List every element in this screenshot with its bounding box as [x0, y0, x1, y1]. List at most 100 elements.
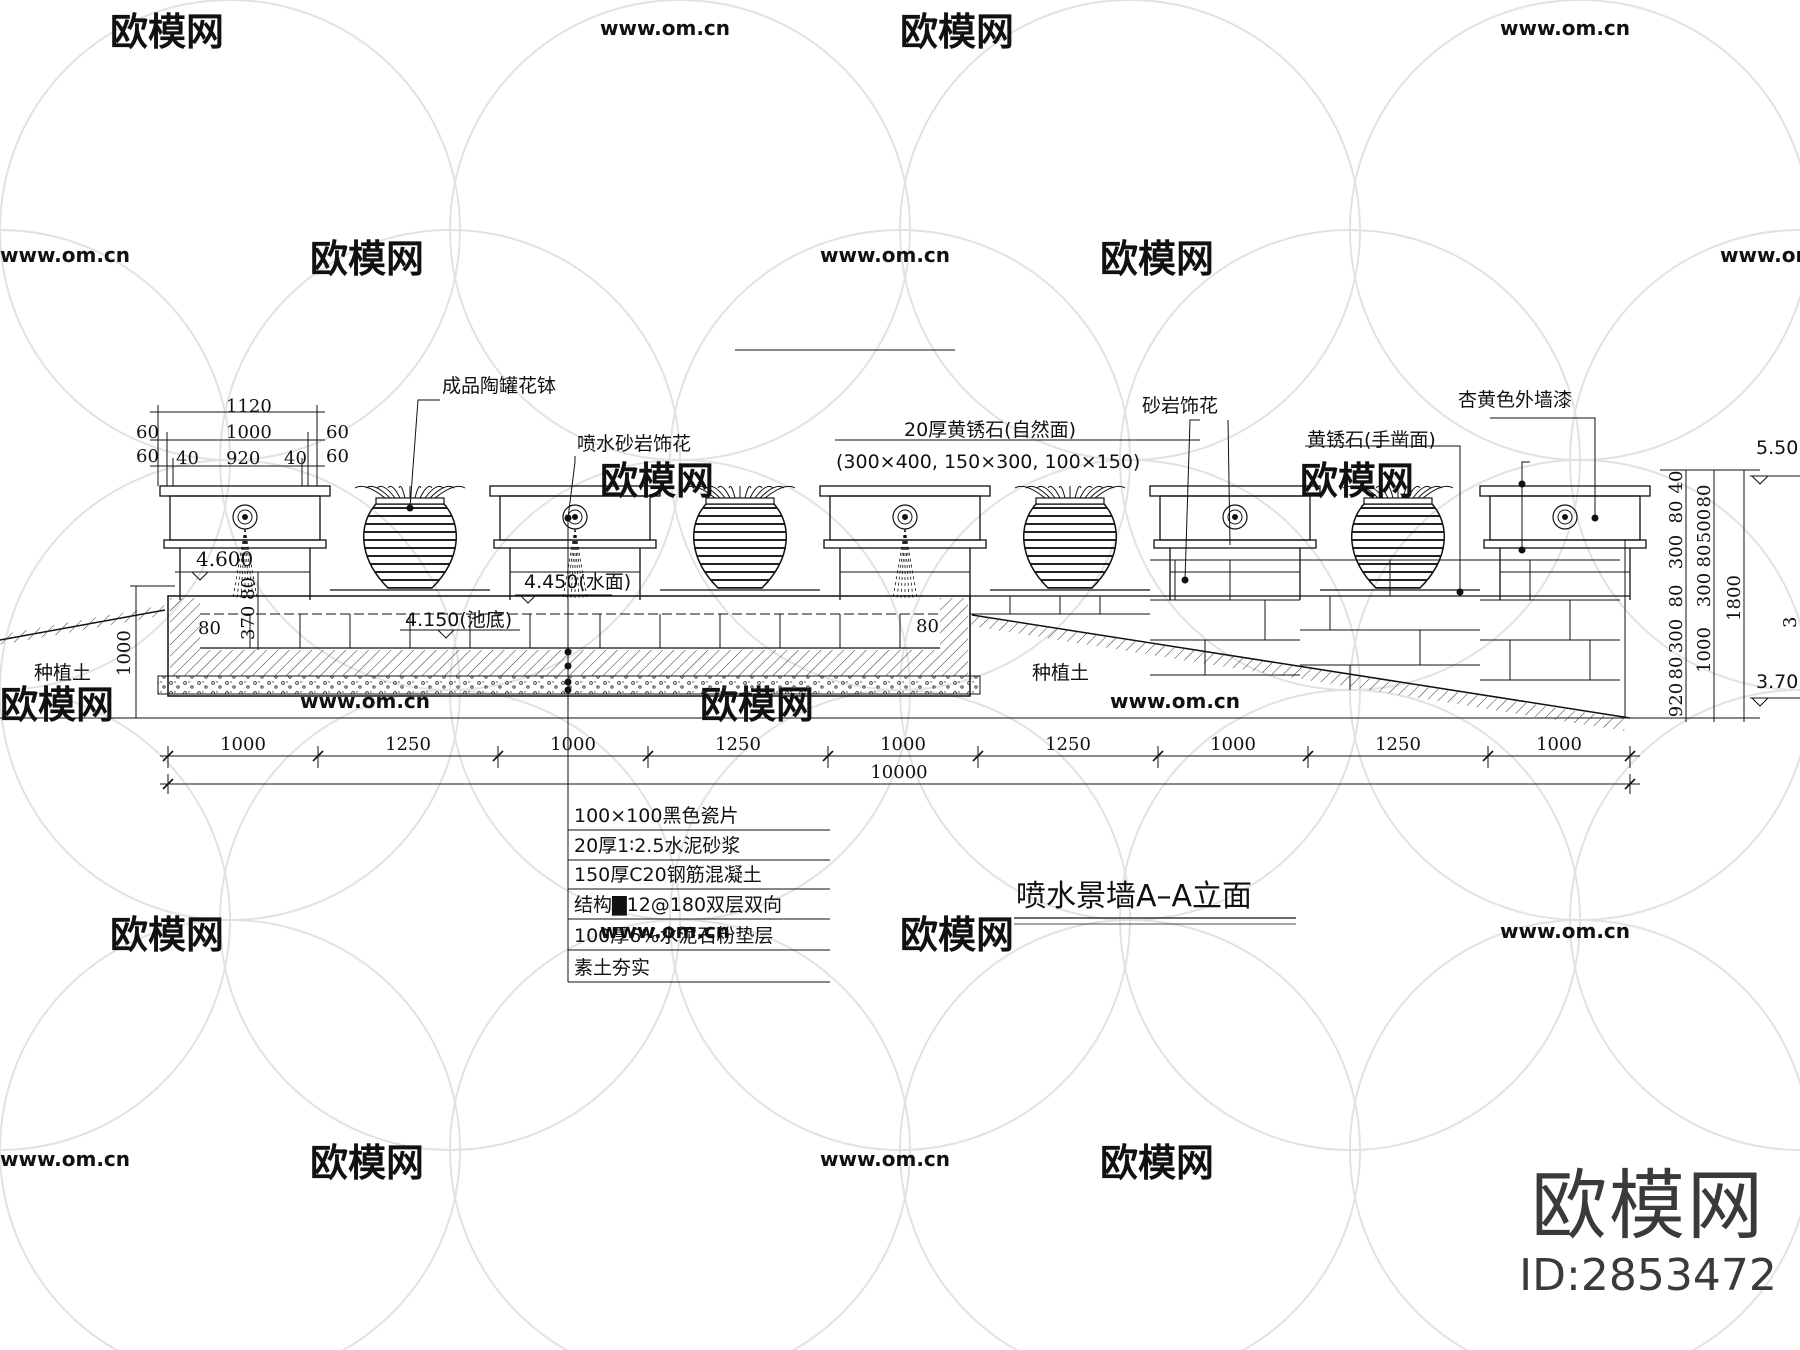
pot-icon	[354, 485, 466, 589]
elev-pool-bottom: 4.150(池底)	[405, 609, 512, 631]
soil-label-left: 种植土	[34, 662, 91, 684]
dim-right-col2: 500	[1694, 509, 1715, 543]
dim-right-col3: 1800	[1724, 575, 1745, 621]
dim-80-left: 80	[198, 618, 221, 639]
dim-segment: 1250	[385, 734, 431, 755]
dim-top-side-left: 60	[136, 422, 159, 443]
layer-1: 20厚1∶2.5水泥砂浆	[574, 835, 740, 857]
dim-segment: 1250	[1375, 734, 1421, 755]
dim-row3-3: 40	[284, 448, 307, 469]
leader-lines	[409, 349, 1596, 592]
elev-right-bottom: 3.70	[1756, 671, 1798, 693]
watermark-texts: 欧模网欧模网欧模网欧模网欧模网欧模网欧模网欧模网欧模网欧模网欧模网欧模网www.…	[0, 10, 1800, 1185]
layer-table	[567, 520, 830, 983]
plant-icon	[684, 485, 796, 499]
watermark-logo: 欧模网	[310, 237, 424, 281]
watermark-logo: 欧模网	[110, 913, 224, 957]
dim-total: 10000	[870, 762, 927, 783]
brand-id: ID:2853472	[1519, 1250, 1777, 1301]
layer-3: 结构▇12@180双层双向	[574, 894, 782, 916]
right-stone-wall	[970, 540, 1630, 718]
left-dimensions	[130, 572, 259, 718]
dim-right-col2: 80	[1694, 545, 1715, 568]
dim-right-col2: 80	[1694, 485, 1715, 508]
callout-pot: 成品陶罐花钵	[442, 375, 556, 397]
callout-sprinkler-flower: 喷水砂岩饰花	[577, 433, 691, 455]
dim-right-col1: 80	[1666, 657, 1687, 680]
rosette-icon	[1222, 504, 1248, 530]
watermark-logo: 欧模网	[1100, 1141, 1214, 1185]
dim-right-col2: 1000	[1694, 627, 1715, 673]
drawing-title: 喷水景墙A–A立面	[1016, 879, 1252, 914]
dim-segment: 1000	[1210, 734, 1256, 755]
dim-row3-1: 40	[176, 448, 199, 469]
watermark-site: www.om.cn	[1500, 16, 1630, 40]
elev-right-top: 5.50	[1756, 437, 1798, 459]
elev-water-surface: 4.450(水面)	[524, 571, 631, 593]
dim-top-inner: 1000	[226, 422, 272, 443]
dim-right-col2: 300	[1694, 573, 1715, 607]
dim-row3-4: 60	[326, 446, 349, 467]
brand-logo: 欧模网	[1531, 1161, 1765, 1250]
top-dimensions	[150, 405, 325, 486]
watermark-site: www.om.cn	[0, 1147, 130, 1171]
layer-5: 素土夯实	[574, 957, 650, 979]
dim-segment: 1250	[715, 734, 761, 755]
brand-block: 欧模网 ID:2853472	[1508, 1168, 1788, 1300]
elevation-markers	[175, 475, 1800, 707]
callout-yellow-rust-sizes: (300×400, 150×300, 100×150)	[836, 451, 1140, 473]
dim-right-col1: 40	[1666, 471, 1687, 494]
dim-right-col1: 300	[1666, 535, 1687, 569]
pots	[354, 485, 1454, 589]
ground	[0, 605, 1660, 731]
pot-icon	[1014, 485, 1126, 589]
watermark-logo: 欧模网	[110, 10, 224, 54]
elev-top-left: 4.600	[196, 547, 253, 571]
dim-right-col1: 300	[1666, 619, 1687, 653]
callout-sandstone-flower: 砂岩饰花	[1142, 395, 1218, 417]
dim-pool-depth: 370	[238, 606, 259, 640]
dim-right-partial: 3	[1780, 617, 1800, 628]
right-dimensions	[1660, 469, 1760, 722]
watermark-site: www.om.cn	[600, 919, 730, 943]
plant-icon	[354, 485, 466, 499]
plant-icon	[1342, 485, 1454, 499]
layer-4: 100厚6%水泥石粉垫层	[574, 925, 773, 947]
wall-piers	[159, 485, 1651, 600]
watermark-site: www.om.cn	[820, 243, 950, 267]
dim-wall-height: 1000	[114, 630, 135, 676]
pier-5	[1479, 485, 1651, 600]
watermark-site: www.om.cn	[600, 16, 730, 40]
dim-right-col1: 920	[1666, 683, 1687, 717]
watermark-logo: 欧模网	[900, 913, 1014, 957]
pier-1	[159, 485, 331, 600]
callout-yellow-rust-chisel: 黄锈石(手凿面)	[1307, 429, 1436, 451]
callout-yellow-rust-natural: 20厚黄锈石(自然面)	[904, 419, 1076, 441]
watermark-site: www.om.cn	[820, 1147, 950, 1171]
rosette-icon	[1552, 504, 1578, 530]
pier-3	[819, 485, 991, 600]
dim-pool-wall: 80	[238, 577, 259, 600]
watermark-site: www.om.cn	[1500, 919, 1630, 943]
dim-top-side-right: 60	[326, 422, 349, 443]
dim-segment: 1000	[880, 734, 926, 755]
dim-segment: 1000	[550, 734, 596, 755]
layer-0: 100×100黑色瓷片	[574, 805, 738, 827]
pot-icon	[684, 485, 796, 589]
dim-80-right: 80	[916, 616, 939, 637]
dim-segment: 1250	[1045, 734, 1091, 755]
layer-2: 150厚C20钢筋混凝土	[574, 864, 762, 886]
dim-right-col1: 80	[1666, 501, 1687, 524]
plant-icon	[1014, 485, 1126, 499]
water-spray	[892, 528, 918, 599]
watermark-site: www.om.cn	[1720, 243, 1800, 267]
watermark-logo: 欧模网	[900, 10, 1014, 54]
watermark-site: www.om.cn	[0, 243, 130, 267]
pier-4	[1149, 485, 1321, 600]
pier-2	[489, 485, 661, 600]
dim-segment: 1000	[1536, 734, 1582, 755]
